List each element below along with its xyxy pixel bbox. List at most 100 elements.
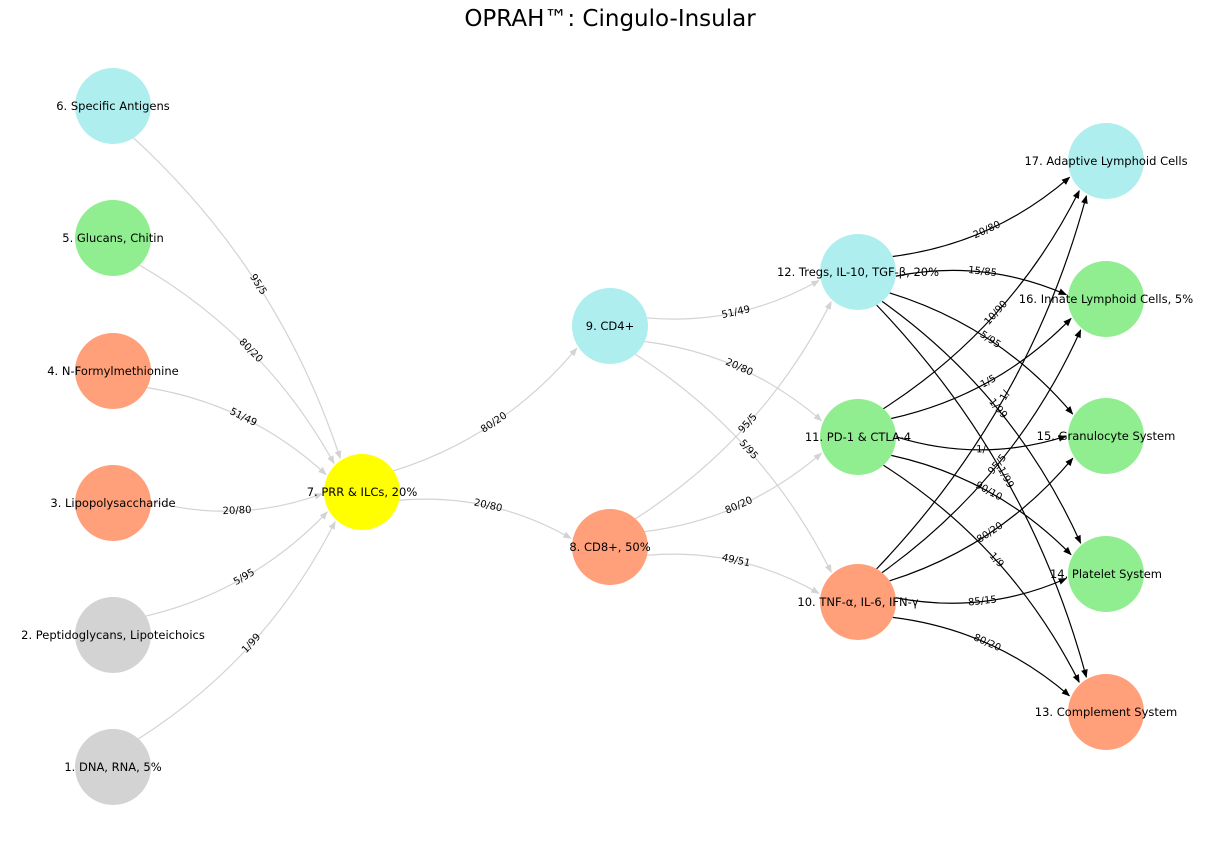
node-label-n6: 6. Specific Antigens — [56, 99, 170, 113]
node-n1: 1. DNA, RNA, 5% — [64, 729, 162, 805]
node-circle-n6 — [75, 68, 151, 144]
node-label-n11: 11. PD-1 & CTLA-4 — [805, 430, 911, 444]
edge-n11-n13 — [883, 464, 1080, 684]
node-circle-n7 — [324, 454, 400, 530]
edge-n8-n11 — [644, 452, 823, 533]
node-n10: 10. TNF-α, IL-6, IFN-γ — [797, 564, 919, 640]
node-circle-n11 — [820, 399, 896, 475]
node-n4: 4. N-Formylmethionine — [47, 333, 179, 409]
edge-label-n8-n11: 80/20 — [724, 495, 755, 517]
edge-n12-n17 — [892, 176, 1071, 258]
node-circle-n8 — [572, 509, 648, 585]
node-circle-n4 — [75, 333, 151, 409]
edge-n11-n17 — [883, 190, 1080, 410]
edge-n12-n16 — [895, 269, 1067, 296]
edge-label-n11-n14: 90/10 — [973, 480, 1004, 504]
edge-label-n3-n7: 20/80 — [222, 505, 251, 517]
edge-n9-n12 — [647, 279, 820, 320]
nodes-layer: 1. DNA, RNA, 5% 2. Peptidoglycans, Lipote… — [21, 68, 1193, 805]
node-n7: 7. PRR & ILCs, 20% — [307, 454, 418, 530]
node-label-n5: 5. Glucans, Chitin — [62, 231, 164, 245]
edges-layer — [133, 137, 1088, 740]
edge-n8-n10 — [647, 553, 820, 594]
edge-n9-n10 — [635, 353, 832, 573]
edge-label-n7-n9: 80/20 — [479, 410, 509, 435]
node-n11: 11. PD-1 & CTLA-4 — [805, 399, 911, 475]
edge-label-n11-n17: 10/90 — [983, 299, 1010, 328]
node-circle-n2 — [75, 597, 151, 673]
edge-label-n11-n16: 1/5 — [979, 373, 998, 390]
node-circle-n16 — [1068, 261, 1144, 337]
node-circle-n5 — [75, 200, 151, 276]
node-label-n4: 4. N-Formylmethionine — [47, 364, 179, 378]
edge-label-n10-n14: 85/15 — [968, 594, 998, 608]
edge-n12-n15 — [889, 292, 1074, 415]
edge-n5-n7 — [139, 264, 335, 465]
node-n3: 3. Lipopolysaccharide — [50, 465, 176, 541]
edge-label-n2-n7: 5/95 — [232, 567, 257, 588]
edge-n9-n11 — [644, 340, 823, 422]
node-circle-n13 — [1068, 674, 1144, 750]
edge-n10-n17 — [876, 195, 1088, 570]
node-circle-n10 — [820, 564, 896, 640]
node-n2: 2. Peptidoglycans, Lipoteichoics — [21, 597, 205, 673]
edge-n12-n13 — [876, 304, 1088, 678]
edge-label-n10-n15: 80/20 — [975, 520, 1005, 545]
edge-n7-n8 — [399, 498, 572, 539]
edge-label-n8-n10: 49/51 — [721, 552, 752, 569]
node-label-n16: 16. Innate Lymphoid Cells, 5% — [1019, 292, 1193, 306]
node-circle-n9 — [572, 288, 648, 364]
edge-n8-n12 — [635, 300, 832, 520]
edge-n6-n7 — [133, 137, 342, 460]
node-n14: 14. Platelet System — [1050, 536, 1162, 612]
edge-label-n11-n15: 1/ — [976, 444, 986, 455]
node-label-n13: 13. Complement System — [1035, 705, 1177, 719]
node-n17: 17. Adaptive Lymphoid Cells — [1024, 123, 1188, 199]
edge-n4-n7 — [147, 387, 327, 476]
edge-label-n12-n17: 20/80 — [972, 219, 1003, 241]
edge-label-n9-n12: 51/49 — [721, 304, 752, 321]
node-label-n15: 15. Granulocyte System — [1037, 429, 1176, 443]
node-circle-n17 — [1068, 123, 1144, 199]
node-label-n9: 9. CD4+ — [586, 319, 634, 333]
edge-label-n9-n11: 20/80 — [724, 357, 755, 379]
node-n13: 13. Complement System — [1035, 674, 1177, 750]
edge-n10-n16 — [881, 329, 1082, 574]
edge-label-n10-n13: 80/20 — [972, 632, 1003, 654]
node-label-n7: 7. PRR & ILCs, 20% — [307, 485, 418, 499]
edge-n11-n14 — [891, 454, 1072, 556]
edge-n11-n15 — [895, 435, 1067, 451]
edge-label-n7-n8: 20/80 — [473, 497, 504, 514]
node-n5: 5. Glucans, Chitin — [62, 200, 164, 276]
edge-n7-n9 — [393, 347, 578, 472]
edge-n10-n15 — [889, 457, 1074, 582]
node-label-n10: 10. TNF-α, IL-6, IFN-γ — [797, 595, 918, 609]
node-circle-n15 — [1068, 398, 1144, 474]
node-label-n17: 17. Adaptive Lymphoid Cells — [1024, 154, 1187, 168]
node-circle-n1 — [75, 729, 151, 805]
node-label-n1: 1. DNA, RNA, 5% — [64, 760, 161, 774]
edge-label-n12-n16: 15/85 — [968, 265, 998, 279]
edge-n1-n7 — [138, 520, 336, 740]
edge-n11-n16 — [891, 317, 1072, 420]
edge-label-n4-n7: 51/49 — [228, 406, 259, 428]
node-n9: 9. CD4+ — [572, 288, 648, 364]
node-circle-n3 — [75, 465, 151, 541]
node-label-n12: 12. Tregs, IL-10, TGF-β, 20% — [777, 265, 939, 279]
node-n6: 6. Specific Antigens — [56, 68, 170, 144]
edge-label-n6-n7: 95/5 — [247, 272, 268, 297]
node-n16: 16. Innate Lymphoid Cells, 5% — [1019, 261, 1193, 337]
node-label-n8: 8. CD8+, 50% — [569, 540, 650, 554]
node-label-n2: 2. Peptidoglycans, Lipoteichoics — [21, 628, 205, 642]
diagram-title: OPRAH™: Cingulo-Insular — [464, 6, 756, 32]
edge-label-n12-n15: 5/95 — [978, 329, 1003, 351]
node-circle-n14 — [1068, 536, 1144, 612]
edge-n2-n7 — [145, 511, 328, 617]
node-circle-n12 — [820, 234, 896, 310]
edge-n10-n13 — [892, 616, 1071, 697]
node-n8: 8. CD8+, 50% — [569, 509, 651, 585]
node-n12: 12. Tregs, IL-10, TGF-β, 20% — [777, 234, 939, 310]
edge-n3-n7 — [150, 493, 323, 512]
